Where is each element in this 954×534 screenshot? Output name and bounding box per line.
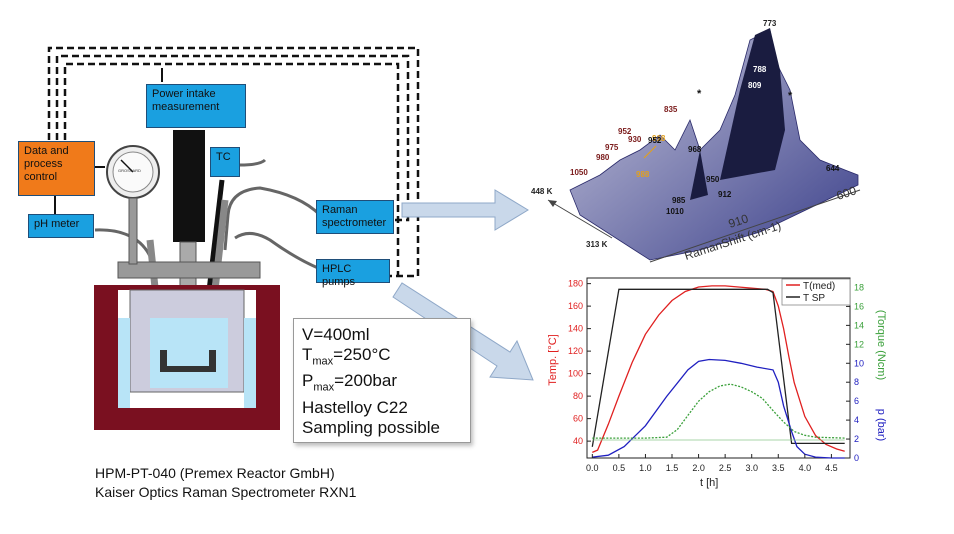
chart-legend: T(med) T SP bbox=[781, 278, 851, 306]
x-tick-label: 2.5 bbox=[719, 463, 732, 473]
control-lines bbox=[47, 46, 420, 278]
gauge-text: GROSSARD bbox=[118, 168, 141, 173]
y-right-tick-label: 10 bbox=[854, 358, 864, 368]
caption: HPM-PT-040 (Premex Reactor GmbH) Kaiser … bbox=[95, 464, 356, 502]
power-box: Power intake measurement bbox=[146, 84, 246, 128]
x-tick-label: 3.5 bbox=[772, 463, 785, 473]
hplc-cable bbox=[234, 232, 319, 270]
dashed-line-inner bbox=[63, 62, 400, 276]
legend-tsp: T SP bbox=[803, 293, 825, 304]
series-line-t-sp bbox=[591, 288, 845, 447]
x-tick-label: 0.0 bbox=[586, 463, 599, 473]
spec-tmax: Tmax=250°C bbox=[302, 345, 391, 368]
dashed-line-mid bbox=[55, 54, 410, 222]
tc-cable bbox=[239, 158, 267, 167]
y-left-tick-label: 140 bbox=[568, 324, 583, 334]
x-tick-label: 3.0 bbox=[745, 463, 758, 473]
y-left-tick-label: 180 bbox=[568, 279, 583, 289]
power-meter-block bbox=[173, 130, 205, 242]
y-left-tick-label: 100 bbox=[568, 369, 583, 379]
spec-pmax: Pmax=200bar bbox=[302, 371, 397, 394]
series-line-p bbox=[592, 358, 845, 459]
y-right-tick-label: 6 bbox=[854, 396, 859, 406]
chart-ylabel-right2: p (bar) bbox=[875, 409, 887, 441]
data-control-box: Data and process control bbox=[18, 141, 95, 196]
y-right-tick-label: 16 bbox=[854, 301, 864, 311]
y-left-tick-label: 80 bbox=[573, 391, 583, 401]
raman-box: Raman spectrometer bbox=[316, 200, 394, 234]
legend-tmed: T(med) bbox=[803, 281, 835, 292]
y-left-tick-label: 160 bbox=[568, 301, 583, 311]
caption-line2: Kaiser Optics Raman Spectrometer RXN1 bbox=[95, 484, 357, 500]
impeller bbox=[160, 350, 216, 372]
series-line-torque bbox=[592, 383, 845, 439]
y-right-tick-label: 12 bbox=[854, 339, 864, 349]
y-right-tick-label: 14 bbox=[854, 320, 864, 330]
tc-box: TC bbox=[210, 147, 240, 177]
x-tick-label: 0.5 bbox=[613, 463, 626, 473]
gauge-needle bbox=[120, 159, 134, 173]
y-right-tick-label: 2 bbox=[854, 434, 859, 444]
y-right-tick-label: 18 bbox=[854, 282, 864, 292]
spec-box: V=400ml Tmax=250°C Pmax=200bar Hastelloy… bbox=[293, 318, 471, 443]
liquid-outer bbox=[118, 318, 130, 408]
x-tick-label: 2.0 bbox=[692, 463, 705, 473]
series-line-t-med- bbox=[592, 285, 845, 453]
hplc-box: HPLC pumps bbox=[316, 259, 390, 288]
x-tick-label: 4.0 bbox=[799, 463, 812, 473]
chart-plot-area bbox=[586, 277, 851, 459]
y-right-tick-label: 4 bbox=[854, 415, 859, 425]
raman-cable bbox=[223, 186, 322, 251]
x-tick-label: 4.5 bbox=[825, 463, 838, 473]
y-right-tick-label: 8 bbox=[854, 377, 859, 387]
chart-xlabel: t [h] bbox=[700, 477, 718, 489]
x-tick-label: 1.5 bbox=[666, 463, 679, 473]
ph-box: pH meter bbox=[28, 214, 94, 238]
x-tick-label: 1.0 bbox=[639, 463, 652, 473]
liquid-outer-r bbox=[244, 318, 256, 408]
spec-material: Hastelloy C22 bbox=[302, 397, 408, 417]
dashed-line-outer bbox=[47, 46, 420, 278]
y-left-tick-label: 40 bbox=[573, 436, 583, 446]
caption-line1: HPM-PT-040 (Premex Reactor GmbH) bbox=[95, 465, 335, 481]
y-right-tick-label: 0 bbox=[854, 453, 859, 463]
reactor-cover bbox=[117, 261, 261, 279]
chart-ylabel-left: Temp. [°C] bbox=[547, 334, 559, 385]
gauge-stem bbox=[128, 197, 138, 265]
chart-ylabel-right1: (Torque (Ncm) bbox=[875, 310, 887, 380]
spec-volume: V=400ml bbox=[302, 325, 370, 344]
spec-sampling: Sampling possible bbox=[302, 417, 440, 437]
flow-arrow-1 bbox=[401, 189, 529, 231]
y-left-tick-label: 60 bbox=[573, 414, 583, 424]
y-left-tick-label: 120 bbox=[568, 346, 583, 356]
